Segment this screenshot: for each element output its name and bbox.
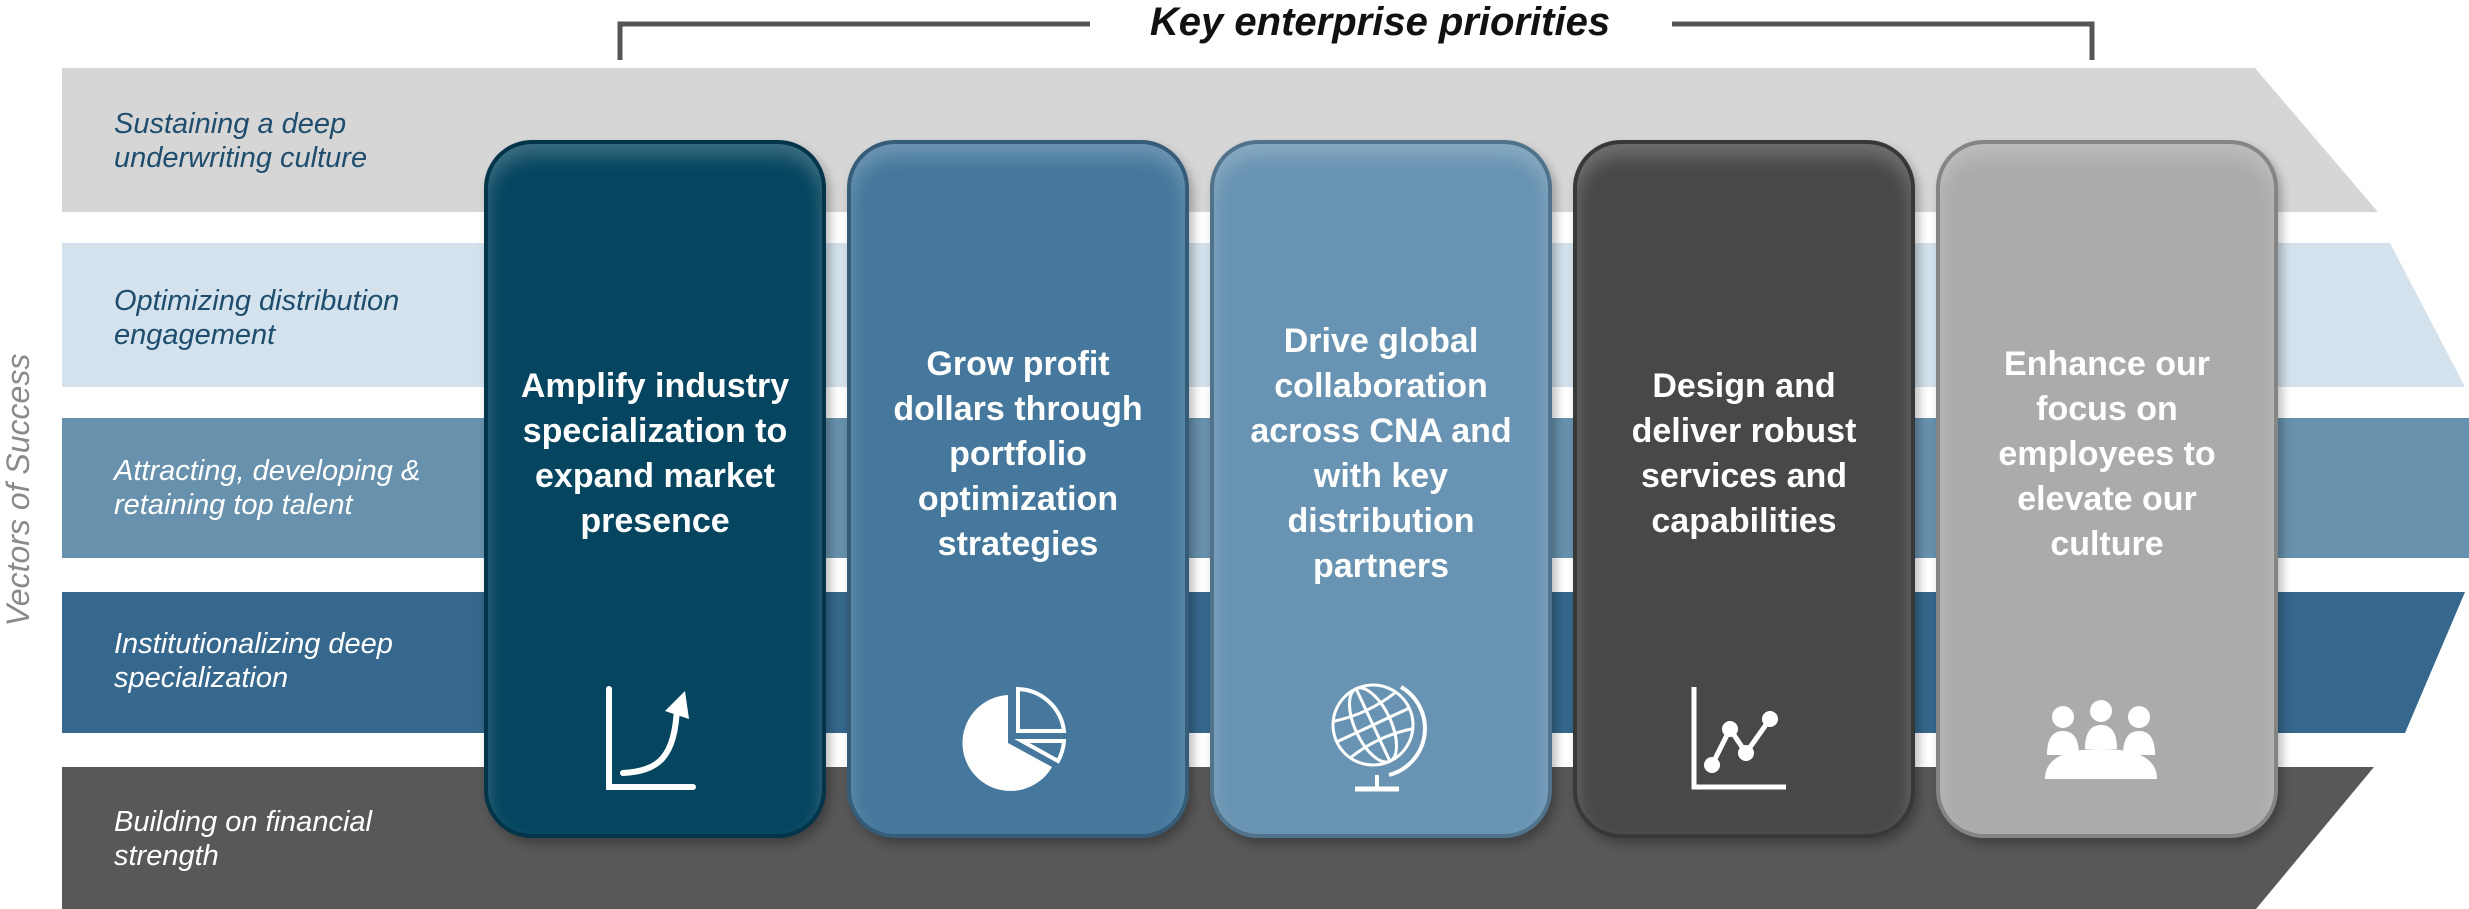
priority-card-portfolio: Grow profit dollars through portfolio op… <box>847 140 1189 838</box>
band-label-underwriting: Sustaining a deep underwriting culture <box>114 108 368 174</box>
vectors-of-success-label: Vectors of Success <box>0 353 36 627</box>
heading-bracket-left <box>617 21 1090 60</box>
priority-card-specialization: Amplify industry specialization to expan… <box>484 140 826 838</box>
band-label-distribution: Optimizing distribution engagement <box>114 285 400 351</box>
heading-bracket-right <box>1672 21 2095 60</box>
band-label-specialization: Institutionalizing deep specialization <box>114 628 393 694</box>
priority-card-services: Design and deliver robust services and c… <box>1573 140 1915 838</box>
band-label-financial: Building on financial strength <box>114 806 372 872</box>
priority-text: Drive global collaboration across CNA an… <box>1250 322 1512 585</box>
priority-text: Grow profit dollars through portfolio op… <box>893 344 1143 563</box>
priority-card-collaboration: Drive global collaboration across CNA an… <box>1210 140 1552 838</box>
priority-text: Design and deliver robust services and c… <box>1631 367 1857 540</box>
priority-card-employees: Enhance our focus on employees to elevat… <box>1936 140 2278 838</box>
priority-text: Enhance our focus on employees to elevat… <box>1998 344 2216 563</box>
team-meeting-icon <box>2045 700 2157 779</box>
growth-curve-icon <box>606 686 696 790</box>
page-title: Key enterprise priorities <box>1149 0 1611 44</box>
globe-icon <box>1331 683 1427 792</box>
line-graph-icon <box>1691 687 1786 790</box>
band-label-talent: Attracting, developing & retaining top t… <box>114 455 421 521</box>
pie-chart-icon <box>962 686 1067 791</box>
priority-text: Amplify industry specialization to expan… <box>520 367 790 540</box>
